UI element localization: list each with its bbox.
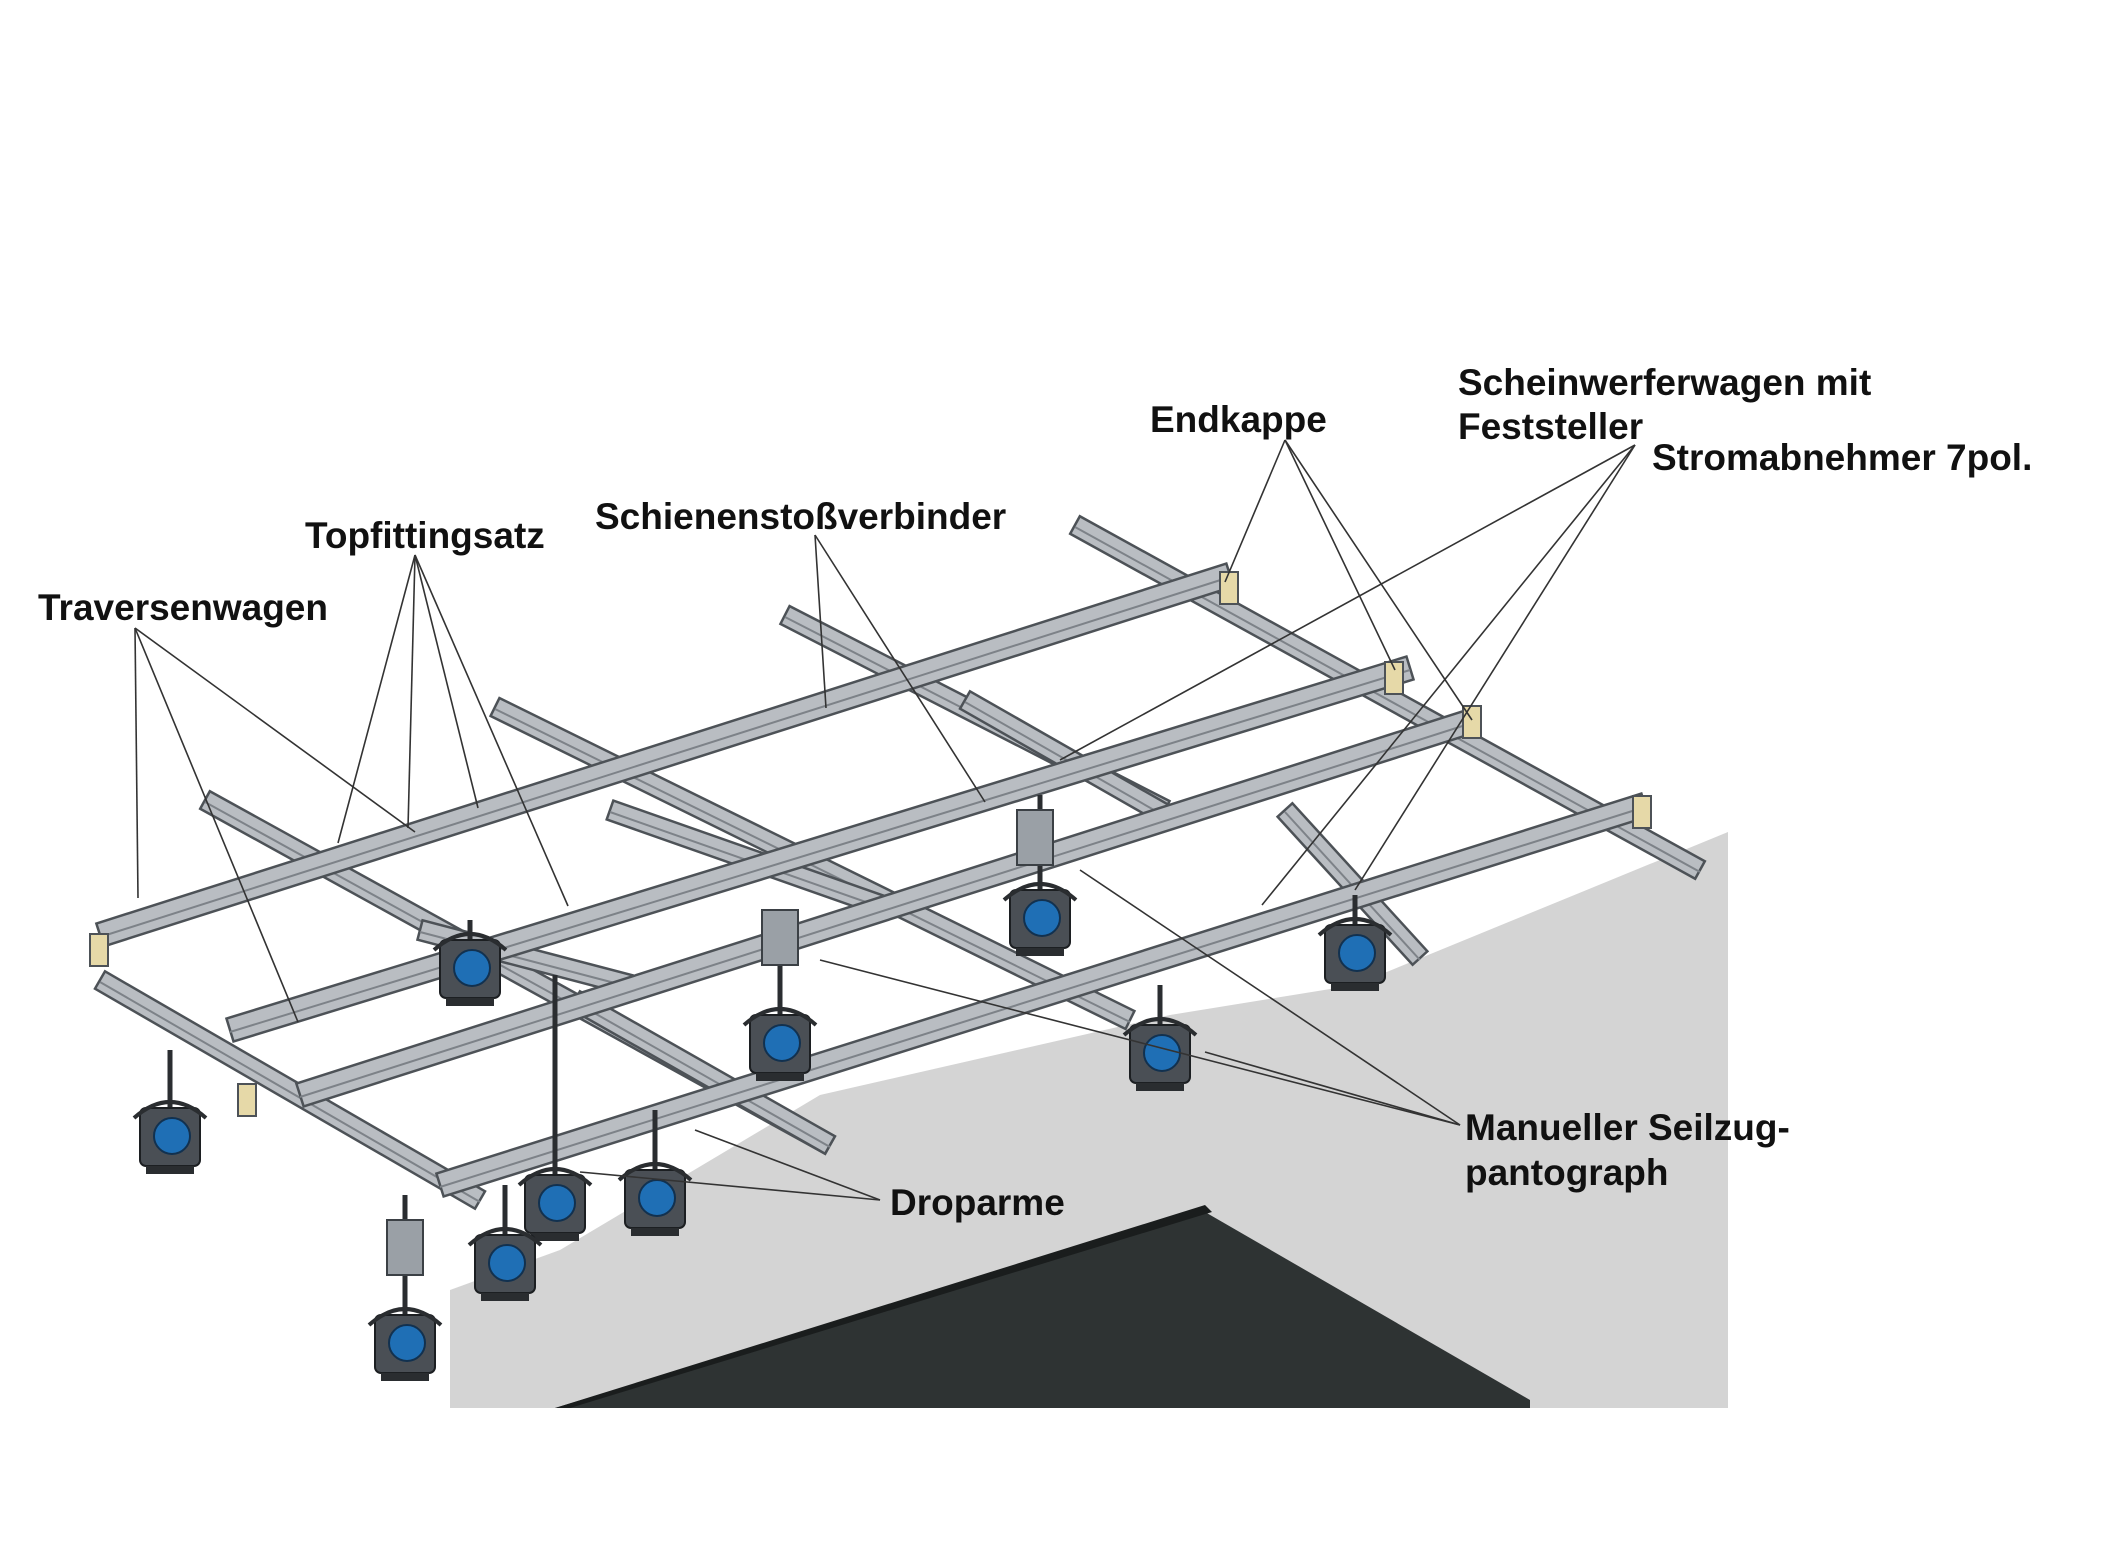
fixture-3 [467, 1185, 543, 1301]
label-seilzug-line2: pantograph [1465, 1152, 1669, 1193]
pantograph-2 [386, 1219, 424, 1276]
label-scheinwerferwagen-line1: Scheinwerferwagen mit [1458, 362, 1872, 403]
pantograph-0 [1016, 809, 1054, 866]
label-topfittingsatz: Topfittingsatz [305, 515, 545, 556]
fixture-6 [1002, 795, 1078, 956]
fixture-2 [517, 975, 593, 1241]
pitched-roof [555, 1212, 1530, 1408]
fixture-7 [1122, 985, 1198, 1091]
end-cap-4 [89, 933, 109, 967]
leader-line-11 [1284, 439, 1473, 721]
fixture-4 [617, 1110, 693, 1236]
leader-line-4 [407, 554, 416, 829]
leader-line-14 [1354, 444, 1636, 891]
fixture-9 [367, 1195, 443, 1381]
leader-line-1 [134, 627, 299, 1023]
leader-line-5 [414, 554, 479, 809]
rail-grid [93, 514, 1707, 1211]
fixture-0 [132, 1050, 208, 1174]
fixture-8 [1317, 895, 1393, 991]
roof-ridge-edge [555, 1205, 1212, 1408]
leader-line-0 [134, 627, 139, 899]
label-schienenstossverbinder: Schienenstoßverbinder [595, 496, 1007, 537]
leader-line-17 [819, 959, 1461, 1126]
leader-line-16 [1079, 869, 1461, 1126]
leader-line-9 [1224, 439, 1286, 583]
end-cap-3 [1632, 795, 1652, 829]
leader-line-8 [814, 534, 986, 803]
leader-line-7 [814, 534, 827, 709]
leader-line-3 [337, 554, 416, 844]
leader-line-2 [134, 627, 416, 833]
cross-rail-4 [93, 969, 487, 1211]
label-stromabnehmer: Stromabnehmer 7pol. [1652, 437, 2033, 478]
leader-line-15 [1204, 1051, 1461, 1126]
label-seilzug-line1: Manueller Seilzug- [1465, 1107, 1790, 1148]
label-traversenwagen: Traversenwagen [38, 587, 328, 628]
label-droparme: Droparme [890, 1182, 1065, 1223]
leader-line-12 [1059, 444, 1636, 761]
back-wall [450, 832, 1728, 1408]
label-endkappe: Endkappe [1150, 399, 1327, 440]
leader-line-19 [579, 1171, 881, 1201]
end-cap-5 [237, 1083, 257, 1117]
end-cap-1 [1384, 661, 1404, 695]
leader-line-6 [414, 554, 569, 907]
leader-lines [134, 439, 1636, 1201]
leader-line-18 [694, 1129, 881, 1201]
end-cap-0 [1219, 571, 1239, 605]
leader-line-10 [1284, 439, 1396, 671]
main-rail-1 [224, 654, 1416, 1044]
fixture-5 [742, 915, 818, 1081]
fixtures [132, 795, 1393, 1381]
label-scheinwerferwagen-line2: Feststeller [1458, 406, 1644, 447]
leader-line-13 [1261, 444, 1636, 906]
fixture-1 [432, 920, 508, 1006]
pantograph-1 [761, 909, 799, 966]
